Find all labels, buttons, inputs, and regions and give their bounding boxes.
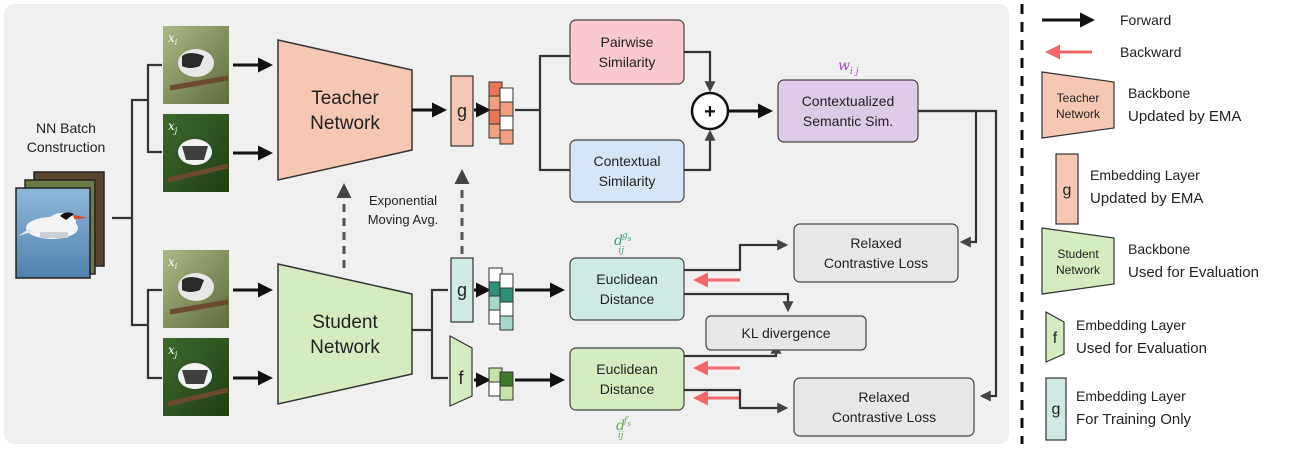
student-xi-image bbox=[163, 250, 229, 328]
legend-f-icon bbox=[1045, 310, 1065, 363]
euclid-f-label-line1: Euclidean bbox=[596, 361, 658, 377]
legend-teacher-icon-line2: Network bbox=[1056, 107, 1101, 121]
teacher-xi-image bbox=[163, 26, 229, 104]
xi-label-bottom: xi bbox=[168, 255, 178, 271]
pairwise-label-line2: Similarity bbox=[599, 54, 656, 70]
euclid-g-label-line1: Euclidean bbox=[596, 271, 658, 287]
relaxed-bottom-line2: Contrastive Loss bbox=[832, 409, 936, 425]
semantic-sim-box bbox=[777, 79, 919, 143]
xj-label-top: xj bbox=[168, 119, 178, 135]
student-f-label: f bbox=[458, 368, 464, 388]
legend-forward-label: Forward bbox=[1120, 12, 1171, 28]
teacher-g-label: g bbox=[457, 101, 467, 121]
image-to-network-arrows bbox=[233, 57, 273, 386]
legend-f-icon-label: f bbox=[1053, 330, 1058, 347]
teacher-label-line2: Network bbox=[310, 113, 380, 134]
legend-g-student-icon bbox=[1045, 377, 1067, 441]
legend-teacher-icon bbox=[1041, 71, 1115, 139]
batch-image-stack bbox=[15, 171, 105, 279]
ema-label-line2: Moving Avg. bbox=[368, 212, 439, 227]
legend-teacher-text2: Updated by EMA bbox=[1128, 108, 1241, 125]
legend-g-student-text2: For Training Only bbox=[1076, 411, 1192, 428]
xi-label-top: xi bbox=[168, 31, 178, 47]
relaxed-bottom-line1: Relaxed bbox=[858, 389, 909, 405]
teacher-network bbox=[277, 39, 413, 181]
teacher-xj-image bbox=[163, 114, 229, 192]
legend-student-icon bbox=[1041, 227, 1115, 295]
euclidean-distance-f-box bbox=[569, 347, 685, 411]
legend-student-text1: Backbone bbox=[1128, 241, 1190, 257]
euclid-output-lines bbox=[684, 239, 794, 414]
legend-student-icon-line1: Student bbox=[1057, 247, 1099, 261]
teacher-g-layer bbox=[450, 75, 474, 147]
student-f-embedding-stack bbox=[488, 367, 514, 401]
ema-label-line1: Exponential bbox=[369, 193, 437, 208]
relaxed-loss-top-box bbox=[793, 223, 959, 283]
relaxed-top-line2: Contrastive Loss bbox=[824, 255, 928, 271]
backward-arrows bbox=[693, 272, 740, 406]
student-to-heads-lines bbox=[412, 288, 448, 380]
euclid-f-label-line2: Distance bbox=[600, 381, 655, 397]
contextual-label-line1: Contextual bbox=[594, 153, 661, 169]
legend-g-teacher-text2: Updated by EMA bbox=[1090, 190, 1203, 207]
legend-teacher-icon-line1: Teacher bbox=[1057, 91, 1100, 105]
legend-backward-label: Backward bbox=[1120, 44, 1181, 60]
legend-g-student-text1: Embedding Layer bbox=[1076, 388, 1186, 404]
w-ij-label: wi j bbox=[838, 58, 859, 77]
euclidean-distance-g-box bbox=[569, 257, 685, 321]
plus-symbol: + bbox=[704, 101, 716, 123]
xj-label-bottom: xj bbox=[168, 343, 178, 359]
semantic-label-line2: Semantic Sim. bbox=[803, 113, 893, 129]
kl-label: KL divergence bbox=[742, 325, 831, 341]
kl-divergence-box bbox=[705, 315, 867, 351]
legend-g-teacher-icon bbox=[1055, 153, 1079, 225]
legend-student-icon-line2: Network bbox=[1056, 263, 1101, 277]
semantic-to-loss-lines bbox=[918, 109, 998, 402]
student-g-layer bbox=[450, 257, 474, 323]
contextual-similarity-box bbox=[569, 139, 685, 203]
relaxed-top-line1: Relaxed bbox=[850, 235, 901, 251]
batch-label-line1: NN Batch bbox=[36, 120, 96, 136]
embedding-to-similarity-lines bbox=[515, 54, 570, 172]
contextual-label-line2: Similarity bbox=[599, 173, 656, 189]
semantic-label-line1: Contextualized bbox=[802, 93, 895, 109]
legend-student-text2: Used for Evaluation bbox=[1128, 264, 1259, 281]
legend-f-text2: Used for Evaluation bbox=[1076, 340, 1207, 357]
legend-g-student-icon-label: g bbox=[1052, 401, 1061, 418]
pairwise-similarity-box bbox=[569, 19, 685, 85]
student-g-embedding-stack bbox=[488, 267, 514, 331]
student-label-line1: Student bbox=[312, 312, 378, 333]
legend-g-teacher-icon-label: g bbox=[1063, 182, 1072, 199]
legend: Forward Backward Teacher Network Backbon… bbox=[1041, 12, 1259, 441]
batch-branch-lines bbox=[112, 63, 162, 380]
euclid-g-label-line2: Distance bbox=[600, 291, 655, 307]
student-f-layer bbox=[449, 334, 473, 407]
student-xj-image bbox=[163, 338, 229, 416]
relaxed-loss-bottom-box bbox=[793, 377, 975, 437]
student-network bbox=[277, 263, 413, 405]
teacher-embedding-stack bbox=[488, 81, 514, 145]
legend-g-teacher-text1: Embedding Layer bbox=[1090, 167, 1200, 183]
student-g-label: g bbox=[457, 280, 467, 300]
student-label-line2: Network bbox=[310, 337, 380, 358]
legend-teacher-text1: Backbone bbox=[1128, 85, 1190, 101]
pairwise-label-line1: Pairwise bbox=[601, 34, 654, 50]
similarity-to-plus-lines bbox=[684, 50, 716, 172]
batch-label-line2: Construction bbox=[27, 139, 106, 155]
legend-f-text1: Embedding Layer bbox=[1076, 317, 1186, 333]
teacher-label-line1: Teacher bbox=[311, 88, 379, 109]
